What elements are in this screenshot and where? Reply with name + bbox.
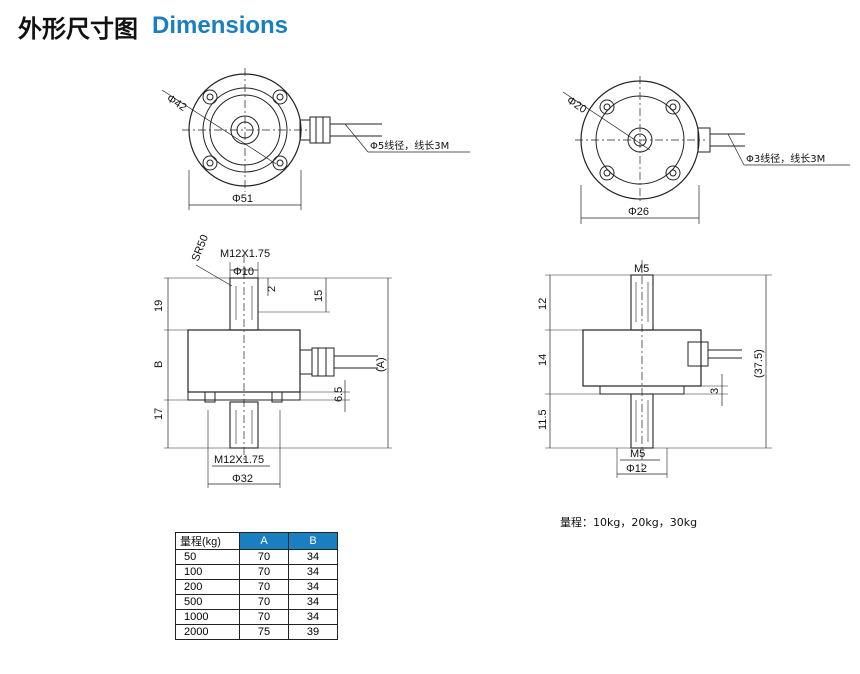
label-dia-body: Φ51: [232, 193, 253, 205]
label-dim-B: B: [153, 361, 165, 368]
table-header-row: 量程(kg) A B: [175, 532, 338, 550]
table-row: 1000 70 34: [175, 609, 338, 625]
title-english: Dimensions: [152, 12, 289, 39]
label-dim-37-5: (37.5): [753, 349, 765, 378]
header-range: 量程(kg): [175, 532, 240, 550]
table-row: 500 70 34: [175, 594, 338, 610]
view1-top: [161, 68, 470, 210]
table-row: 100 70 34: [175, 564, 338, 580]
label-dim-15: 15: [313, 290, 325, 302]
label-dia-bottom: Φ12: [626, 463, 647, 475]
label-dim-14: 14: [537, 354, 549, 366]
label-dim-11-5: 11.5: [537, 409, 549, 430]
cell-range: 50: [175, 549, 240, 565]
view1-side: [164, 255, 392, 488]
range-note: 量程：10kg，20kg，30kg: [560, 516, 698, 529]
cell-b: 34: [288, 549, 338, 565]
bolt-hole: [599, 99, 615, 115]
label-dim-19: 19: [153, 300, 165, 312]
label-dim-12: 12: [537, 298, 549, 310]
table-row: 2000 75 39: [175, 624, 338, 640]
cell-a: 75: [239, 624, 289, 640]
bolt-hole: [272, 155, 288, 171]
table-row: 50 70 34: [175, 549, 338, 565]
header-b: B: [288, 532, 338, 550]
cell-b: 34: [288, 594, 338, 610]
spec-table: 量程(kg) A B 50 70 34 100 70 34 200 70 34 …: [175, 532, 338, 640]
cell-a: 70: [239, 594, 289, 610]
label-thread-top: M12X1.75: [220, 248, 270, 260]
cell-b: 34: [288, 579, 338, 595]
cell-range: 500: [175, 594, 240, 610]
bolt-hole: [202, 89, 218, 105]
label-dim-6-5: 6.5: [333, 387, 345, 402]
bolt-hole: [665, 99, 681, 115]
bolt-hole: [202, 155, 218, 171]
cell-range: 200: [175, 579, 240, 595]
label-cable-spec: Φ5线径，线长3M: [370, 139, 449, 152]
title-chinese: 外形尺寸图: [18, 14, 138, 43]
view2-top: [562, 76, 850, 224]
cell-b: 34: [288, 609, 338, 625]
bolt-hole: [272, 89, 288, 105]
label-dim-2: 2: [266, 286, 278, 292]
view2-side: [545, 260, 772, 478]
cell-a: 70: [239, 549, 289, 565]
cell-range: 100: [175, 564, 240, 580]
label-cable-spec: Φ3线径，线长3M: [746, 152, 825, 165]
table-row: 200 70 34: [175, 579, 338, 595]
label-dim-A: (A): [375, 357, 387, 372]
label-thread-bottom: M12X1.75: [214, 454, 264, 466]
cell-a: 70: [239, 579, 289, 595]
label-thread-bottom: M5: [630, 448, 645, 460]
label-dia-top: Φ10: [233, 266, 254, 278]
label-dia-flange: Φ42: [164, 92, 188, 114]
cell-a: 70: [239, 564, 289, 580]
label-dia-body: Φ26: [628, 206, 649, 218]
label-dim-17: 17: [153, 408, 165, 420]
page-title: 外形尺寸图 Dimensions: [18, 8, 288, 44]
label-sr: SR50: [190, 233, 211, 263]
label-dim-3: 3: [709, 388, 721, 394]
cell-range: 2000: [175, 624, 240, 640]
bolt-hole: [665, 165, 681, 181]
cell-a: 70: [239, 609, 289, 625]
label-dia-bottom: Φ32: [232, 473, 253, 485]
label-thread-top: M5: [634, 263, 649, 275]
cell-range: 1000: [175, 609, 240, 625]
bolt-hole: [599, 165, 615, 181]
header-a: A: [239, 532, 289, 550]
cell-b: 34: [288, 564, 338, 580]
label-dia-flange: Φ20: [564, 94, 588, 116]
cell-b: 39: [288, 624, 338, 640]
